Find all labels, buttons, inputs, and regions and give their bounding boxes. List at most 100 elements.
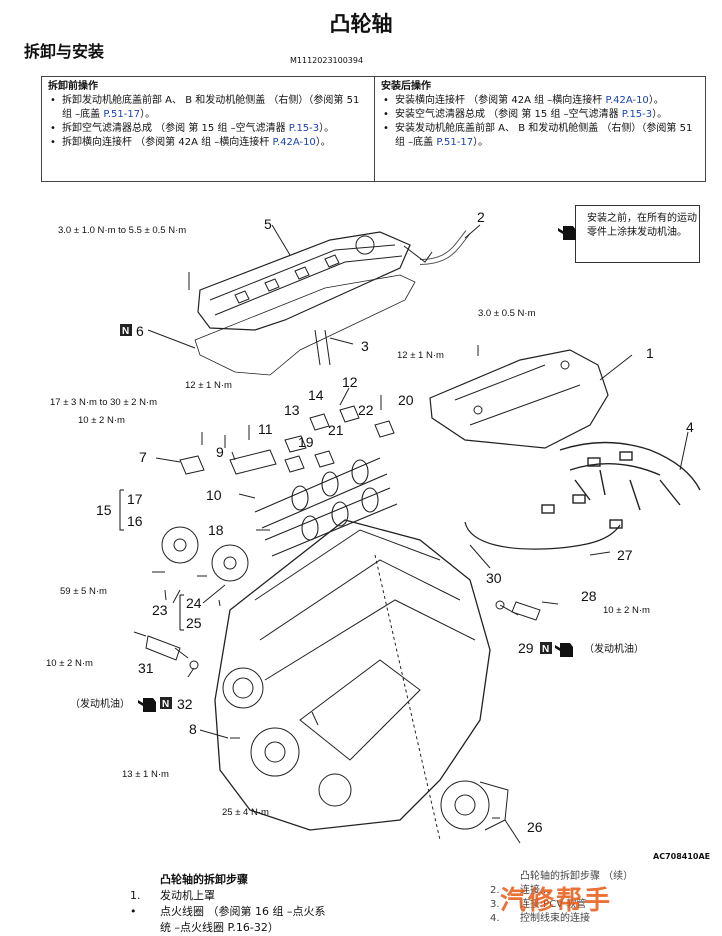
step-text: 连接... bbox=[520, 885, 550, 896]
part-label: 23 bbox=[152, 602, 168, 618]
cam-caps bbox=[179, 405, 395, 475]
after-item-tail: ）。 bbox=[473, 137, 489, 148]
part-label: 12 bbox=[342, 374, 358, 390]
reference-link[interactable]: P.15-3 bbox=[288, 123, 320, 134]
before-item: 拆卸空气滤清器总成 （参阅 第 15 组 –空气滤清器 P.15-3）。 bbox=[48, 122, 368, 136]
camshaft-drawing bbox=[254, 457, 398, 557]
wiring-harness bbox=[541, 441, 701, 529]
before-removal-column: 拆卸前操作 拆卸发动机舱底盖前部 A、 B 和发动机舱侧盖 （右侧）（参阅第 5… bbox=[42, 77, 375, 181]
new-part-mark: N N N bbox=[120, 324, 552, 710]
step-number: 3. bbox=[490, 899, 500, 910]
part-label: 4 bbox=[686, 419, 694, 435]
ocv-solenoid bbox=[145, 635, 181, 661]
part-label: 26 bbox=[527, 819, 543, 835]
removal-steps-continued: 凸轮轴的拆卸步骤 （续） 2.连接... 3.连接 PCV 软管 4.控制线束的… bbox=[490, 870, 633, 926]
engine-block-drawing bbox=[214, 519, 491, 831]
before-item-tail: ）。 bbox=[319, 123, 335, 134]
after-item: 安装空气滤清器总成 （参阅 第 15 组 –空气滤清器 P.15-3）。 bbox=[381, 108, 699, 122]
exploded-diagram: 3.0 ± 1.0 N·m to 5.5 ± 0.5 N·m 3.0 ± 0.5… bbox=[46, 209, 701, 844]
torque-label: 12 ± 1 N·m bbox=[185, 380, 232, 391]
step-row: • 点火线圈 （参阅第 16 组 –点火系 bbox=[130, 904, 325, 920]
steps-title: 凸轮轴的拆卸步骤 （续） bbox=[520, 871, 634, 882]
part-label: 29 bbox=[518, 640, 534, 656]
part-label: 17 bbox=[127, 491, 143, 507]
after-item-tail: ）。 bbox=[652, 109, 668, 120]
step-number: • bbox=[130, 905, 137, 918]
torque-label: 12 ± 1 N·m bbox=[397, 350, 444, 361]
after-installation-column: 安装后操作 安装横向连接杆 （参阅第 42A 组 –横向连接杆 P.42A-10… bbox=[375, 77, 705, 181]
part-label: 19 bbox=[298, 434, 314, 450]
part-label: 9 bbox=[216, 444, 224, 460]
intake-sprocket bbox=[161, 526, 199, 564]
before-item-text: 拆卸空气滤清器总成 （参阅 第 15 组 –空气滤清器 bbox=[62, 123, 289, 134]
step-row: 1.发动机上罩 bbox=[130, 888, 325, 904]
part-label: 27 bbox=[617, 547, 633, 563]
reference-link[interactable]: P.15-3 bbox=[621, 109, 653, 120]
n-mark-text: N bbox=[162, 699, 169, 710]
before-item-tail: ）。 bbox=[315, 137, 331, 148]
before-item-text: 拆卸横向连接杆 （参阅第 42A 组 –横向连接杆 bbox=[62, 137, 273, 148]
torque-label: 10 ± 2 N·m bbox=[78, 415, 125, 426]
before-item-tail: ）。 bbox=[140, 109, 156, 120]
watermark-logo: 汽修帮手 bbox=[500, 886, 613, 916]
after-installation-title: 安装后操作 bbox=[381, 81, 431, 92]
removal-steps: 凸轮轴的拆卸步骤 1.发动机上罩 •点火线圈 （参阅第 16 组 –点火系 统 … bbox=[130, 872, 325, 936]
torque-label: 10 ± 2 N·m bbox=[603, 605, 650, 616]
after-item-text: 安装横向连接杆 （参阅第 42A 组 –横向连接杆 bbox=[395, 95, 606, 106]
part-label: 22 bbox=[358, 402, 374, 418]
part-label: 13 bbox=[284, 402, 300, 418]
part-label: 24 bbox=[186, 595, 202, 611]
reference-link[interactable]: P.51-17 bbox=[103, 109, 141, 120]
step-text: 连接 PCV 软管 bbox=[520, 899, 587, 910]
reference-link[interactable]: P.42A-10 bbox=[605, 95, 649, 106]
rocker-cover-drawing bbox=[197, 231, 411, 331]
cam-sensor bbox=[511, 601, 541, 621]
part-label: 32 bbox=[177, 696, 193, 712]
reference-link[interactable]: P.42A-10 bbox=[272, 137, 316, 148]
part-label: 2 bbox=[477, 209, 485, 225]
steps-title: 凸轮轴的拆卸步骤 bbox=[160, 873, 248, 886]
part-label: 3 bbox=[361, 338, 369, 354]
step-number bbox=[130, 920, 160, 936]
part-label: 14 bbox=[308, 387, 324, 403]
part-label: 25 bbox=[186, 615, 202, 631]
after-item: 安装发动机舱底盖前部 A、 B 和发动机舱侧盖 （右侧）（参阅第 51 组 –底… bbox=[381, 122, 699, 150]
operations-box: 拆卸前操作 拆卸发动机舱底盖前部 A、 B 和发动机舱侧盖 （右侧）（参阅第 5… bbox=[41, 76, 706, 182]
after-item: 安装横向连接杆 （参阅第 42A 组 –横向连接杆 P.42A-10）。 bbox=[381, 94, 699, 108]
cover-gasket bbox=[194, 274, 416, 376]
part-label: 28 bbox=[581, 588, 597, 604]
part-label: 11 bbox=[258, 421, 273, 437]
torque-label: 10 ± 2 N·m bbox=[46, 658, 93, 669]
step-text: 控制线束的连接 bbox=[520, 913, 590, 924]
before-item-text: 拆卸发动机舱底盖前部 A、 B 和发动机舱侧盖 （右侧）（参阅第 51 组 –底… bbox=[62, 95, 360, 120]
sensor-wire bbox=[464, 521, 621, 550]
part-label: 8 bbox=[189, 721, 197, 737]
n-mark-text: N bbox=[542, 644, 549, 655]
oil-can-icon bbox=[138, 226, 576, 712]
section-title: 拆卸与安装 bbox=[24, 42, 105, 61]
step-text: 发动机上罩 bbox=[160, 889, 215, 902]
part-label: 31 bbox=[138, 660, 154, 676]
part-label: 20 bbox=[398, 392, 414, 408]
part-label: 30 bbox=[486, 570, 502, 586]
after-item-text: 安装空气滤清器总成 （参阅 第 15 组 –空气滤清器 bbox=[395, 109, 622, 120]
step-row: 2.连接... bbox=[490, 884, 633, 898]
reference-link[interactable]: P.51-17 bbox=[436, 137, 474, 148]
oil-label: （发动机油） bbox=[70, 697, 130, 710]
part-label: 10 bbox=[206, 487, 222, 503]
before-item: 拆卸横向连接杆 （参阅第 42A 组 –横向连接杆 P.42A-10）。 bbox=[48, 136, 368, 150]
part-label: 15 bbox=[96, 502, 112, 518]
crank-pulley bbox=[440, 780, 490, 830]
oil-label: （发动机油） bbox=[584, 642, 644, 655]
torque-label: 3.0 ± 1.0 N·m to 5.5 ± 0.5 N·m bbox=[58, 225, 186, 236]
torque-label: 3.0 ± 0.5 N·m bbox=[478, 308, 536, 319]
document-code: M1112023100394 bbox=[290, 56, 364, 65]
step-text: 点火线圈 （参阅第 16 组 –点火系 bbox=[160, 905, 326, 918]
before-removal-title: 拆卸前操作 bbox=[48, 81, 98, 92]
exhaust-sprocket bbox=[211, 544, 249, 582]
part-label: 1 bbox=[646, 345, 654, 361]
torque-label: 17 ± 3 N·m to 30 ± 2 N·m bbox=[50, 397, 157, 408]
figure-code: AC708410AE bbox=[653, 852, 711, 861]
part-label: 6 bbox=[136, 323, 144, 339]
after-item-text: 安装发动机舱底盖前部 A、 B 和发动机舱侧盖 （右侧）（参阅第 51 组 –底… bbox=[395, 123, 693, 148]
